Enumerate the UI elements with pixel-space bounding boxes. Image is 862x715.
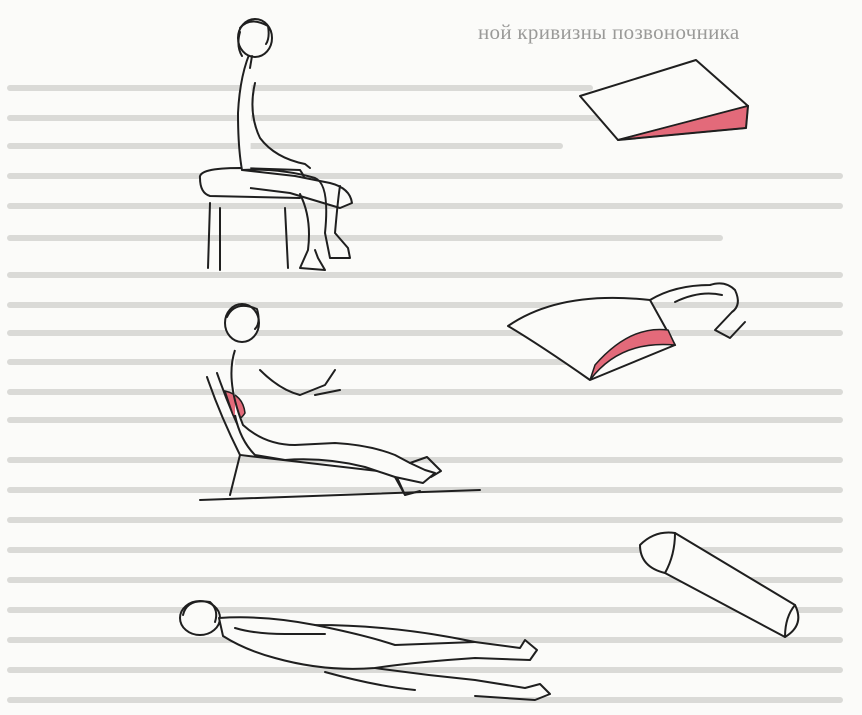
lying-woman-figure [175, 590, 575, 705]
bolster-icon [640, 533, 798, 638]
wedge-icon [580, 60, 748, 140]
seated-woman-figure [180, 18, 380, 273]
person-sitting-icon [200, 19, 352, 270]
person-lying-icon [180, 601, 550, 700]
wedge-cushion [578, 58, 758, 148]
bolster-pillow [635, 525, 815, 645]
lumbar-roll-support [500, 270, 770, 385]
reclined-woman-figure [195, 295, 495, 505]
header-fragment: ной кривизны позвоночника [478, 20, 739, 45]
person-reclining-icon [200, 304, 480, 500]
lumbar-roll-icon [508, 283, 745, 380]
